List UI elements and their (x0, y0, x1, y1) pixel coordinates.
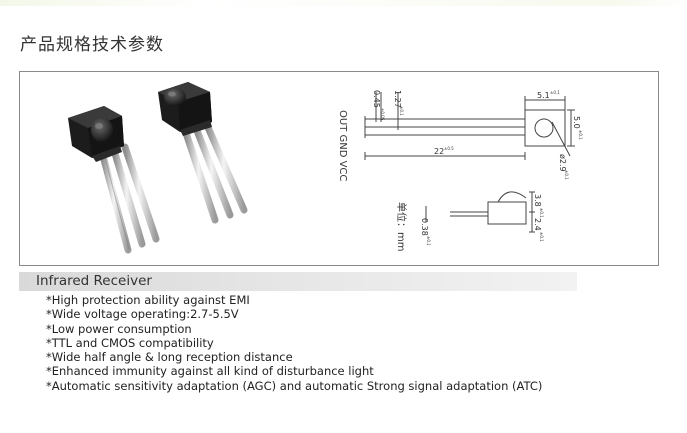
dim-side-top: 3.8 (533, 194, 542, 207)
dim-side-bottom: 2.4 (533, 218, 542, 231)
section-header-bar: Infrared Receiver (19, 272, 577, 291)
feature-item: *Automatic sensitivity adaptation (AGC) … (46, 378, 543, 393)
section-title: Infrared Receiver (36, 273, 152, 289)
feature-item: *Wide half angle & long reception distan… (46, 350, 293, 365)
dim-lead-length: 22 (434, 147, 444, 156)
dim-body-height: 5.0 (572, 116, 581, 129)
pin-labels: OUT GND VCC (337, 110, 348, 181)
ir-receiver-component-1 (68, 106, 160, 254)
unit-label: 单位：mm (395, 202, 408, 251)
dim-pitch: 1.27 (393, 90, 402, 108)
dim-body-width: 5.1 (537, 91, 550, 100)
dim-side-top-tolerance: ±0.1 (539, 208, 544, 218)
dim-pitch-tolerance: ±0.1 (399, 106, 404, 116)
feature-list: *High protection ability against EMI *Wi… (46, 293, 542, 393)
feature-item: *Wide voltage operating:2.7-5.5V (46, 307, 239, 322)
feature-item: *TTL and CMOS compatibility (46, 335, 214, 350)
feature-item: *Low power consumption (46, 321, 192, 336)
dim-body-width-tolerance: ±0.1 (550, 90, 560, 95)
ir-receiver-component-2 (158, 82, 248, 224)
dim-pitch-small-tolerance: ±0.05 (380, 108, 385, 121)
product-photo (68, 82, 248, 254)
technical-drawing: OUT GND VCC 0.45 ±0.05 1.27 ±0.1 22 ±0.5… (337, 90, 583, 251)
page-title: 产品规格技术参数 (20, 35, 164, 55)
dim-lens-diameter-tolerance: ±0.1 (564, 170, 569, 180)
top-decor-strip (0, 0, 687, 6)
spec-panel: OUT GND VCC 0.45 ±0.05 1.27 ±0.1 22 ±0.5… (19, 71, 659, 266)
dim-side-bottom-tolerance: ±0.1 (539, 232, 544, 242)
dim-pitch-small: 0.45 (372, 90, 381, 108)
dim-body-height-tolerance: ±0.1 (578, 130, 583, 140)
feature-item: *Enhanced immunity against all kind of d… (46, 364, 374, 379)
dim-lead-thickness-tolerance: ±0.1 (426, 236, 431, 246)
dim-lens-diameter: ø2.9 (558, 154, 567, 172)
dim-lead-thickness: 0.38 (420, 218, 429, 236)
feature-item: *High protection ability against EMI (46, 293, 250, 307)
dim-lead-length-tolerance: ±0.5 (444, 146, 454, 151)
